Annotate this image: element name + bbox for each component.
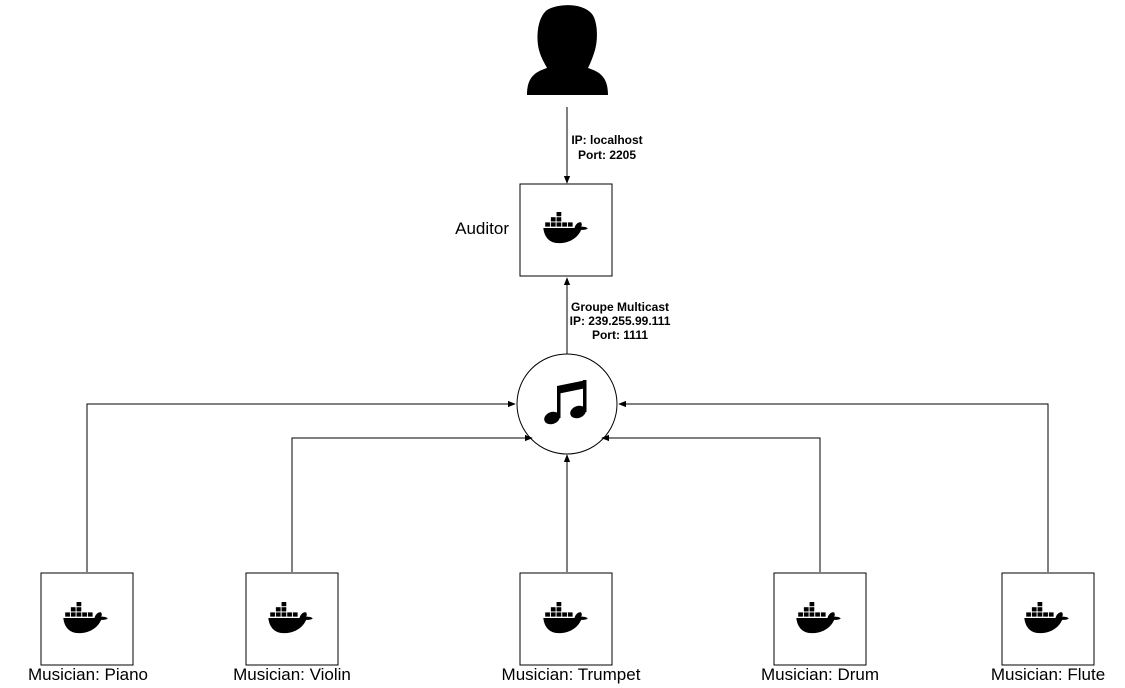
piano-to-multicast-arrow [86,400,516,572]
musician-connectors [86,400,1049,572]
musician-node-piano [40,572,134,666]
musician-node-flute [1001,572,1095,666]
musician-node-drum [773,572,867,666]
multicast-ip-label: IP: 239.255.99.111 [570,314,671,328]
musician-label-drum: Musician: Drum [761,665,879,684]
multicast-group-label: Groupe Multicast [571,300,669,314]
multicast-port-label: Port: 1111 [592,328,648,342]
auditor-label: Auditor [455,219,509,238]
music-note-icon [544,380,587,425]
user-link-ip-label: IP: localhost [571,133,642,147]
flute-to-multicast-arrow [618,400,1049,572]
drum-to-multicast-arrow [601,434,821,572]
musician-node-violin [245,572,339,666]
user-link-port-label: Port: 2205 [578,148,636,162]
multicast-group-node [516,353,618,455]
user-person-icon [527,5,608,95]
musician-node-trumpet [519,572,613,666]
musician-label-trumpet: Musician: Trumpet [502,665,641,684]
musician-label-piano: Musician: Piano [28,665,148,684]
musician-label-flute: Musician: Flute [991,665,1105,684]
auditor-node [519,183,613,277]
violin-to-multicast-arrow [291,434,533,572]
musician-label-violin: Musician: Violin [233,665,351,684]
